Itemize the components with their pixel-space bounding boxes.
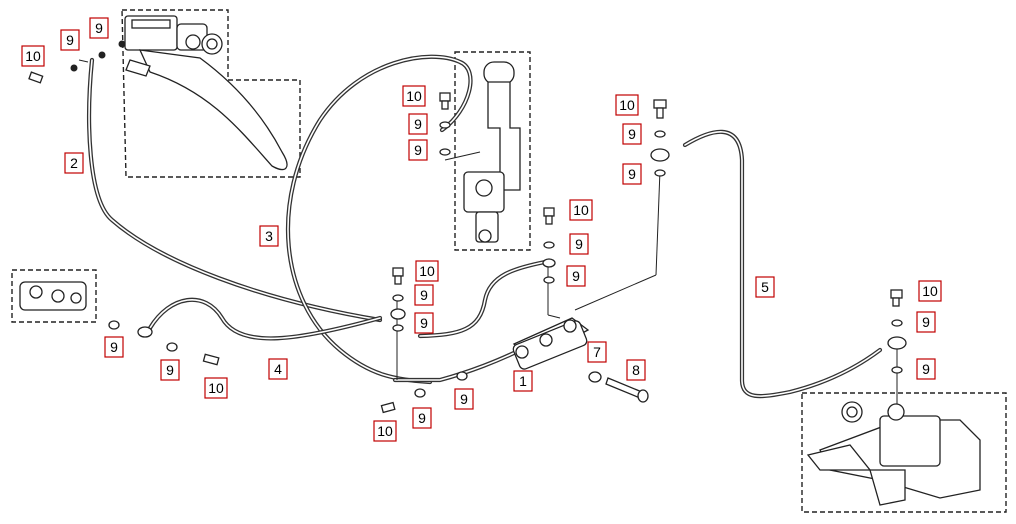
svg-text:9: 9 xyxy=(166,362,174,378)
rear-master-cylinder xyxy=(463,61,521,243)
callout-9: 9 xyxy=(408,113,428,135)
callout-7: 7 xyxy=(587,341,607,363)
master-cylinder-dashed-box xyxy=(121,9,301,178)
hose-4 xyxy=(147,297,383,341)
svg-text:5: 5 xyxy=(761,279,769,295)
svg-text:9: 9 xyxy=(420,287,428,303)
svg-text:9: 9 xyxy=(922,361,930,377)
callout-9: 9 xyxy=(916,358,936,380)
svg-text:10: 10 xyxy=(419,263,435,279)
svg-text:9: 9 xyxy=(110,339,118,355)
callout-9: 9 xyxy=(104,336,124,358)
callout-10: 10 xyxy=(918,280,942,302)
left-brake-junction xyxy=(19,281,87,311)
callout-1: 1 xyxy=(513,370,533,392)
svg-text:9: 9 xyxy=(418,410,426,426)
fasteners xyxy=(28,51,907,414)
svg-text:10: 10 xyxy=(208,380,224,396)
left-caliper-dashed-box xyxy=(11,269,97,323)
svg-text:1: 1 xyxy=(519,373,527,389)
callout-9: 9 xyxy=(89,17,109,39)
svg-text:9: 9 xyxy=(628,166,636,182)
callout-10: 10 xyxy=(415,260,439,282)
callout-9: 9 xyxy=(414,312,434,334)
callout-9: 9 xyxy=(622,123,642,145)
callout-9: 9 xyxy=(566,265,586,287)
brake-junction-part-1 xyxy=(512,317,590,370)
master-cylinder-with-lever xyxy=(118,15,288,171)
svg-text:10: 10 xyxy=(619,97,635,113)
svg-text:9: 9 xyxy=(414,116,422,132)
svg-text:9: 9 xyxy=(95,20,103,36)
callout-9: 9 xyxy=(622,163,642,185)
callout-4: 4 xyxy=(268,358,288,380)
callout-3: 3 xyxy=(259,225,279,247)
svg-text:9: 9 xyxy=(628,126,636,142)
svg-text:9: 9 xyxy=(572,268,580,284)
callout-9: 9 xyxy=(408,139,428,161)
callout-9: 9 xyxy=(60,29,80,51)
callout-10: 10 xyxy=(204,377,228,399)
hose-lower-center xyxy=(392,347,523,383)
svg-text:9: 9 xyxy=(460,391,468,407)
svg-text:10: 10 xyxy=(406,88,422,104)
callout-labels: 10 9 9 2 3 10 9 9 10 9 9 10 9 9 10 9 9 5… xyxy=(21,17,942,442)
hose-3 xyxy=(285,54,473,385)
callout-2: 2 xyxy=(64,152,84,174)
callout-9: 9 xyxy=(160,359,180,381)
callout-10: 10 xyxy=(373,420,397,442)
callout-10: 10 xyxy=(21,45,45,67)
callout-9: 9 xyxy=(414,284,434,306)
svg-text:2: 2 xyxy=(70,155,78,171)
svg-text:10: 10 xyxy=(25,48,41,64)
svg-text:7: 7 xyxy=(593,344,601,360)
svg-text:3: 3 xyxy=(265,228,273,244)
callout-10: 10 xyxy=(569,199,593,221)
svg-text:9: 9 xyxy=(420,315,428,331)
svg-text:9: 9 xyxy=(414,142,422,158)
svg-text:9: 9 xyxy=(575,236,583,252)
callout-5: 5 xyxy=(755,276,775,298)
svg-text:10: 10 xyxy=(922,283,938,299)
svg-text:4: 4 xyxy=(274,361,282,377)
svg-text:10: 10 xyxy=(573,202,589,218)
hose-5 xyxy=(682,129,883,399)
callout-9: 9 xyxy=(412,407,432,429)
callout-9: 9 xyxy=(916,311,936,333)
svg-text:9: 9 xyxy=(922,314,930,330)
svg-text:9: 9 xyxy=(66,32,74,48)
hose-2 xyxy=(87,57,383,323)
svg-text:10: 10 xyxy=(377,423,393,439)
callout-10: 10 xyxy=(402,85,426,107)
callout-10: 10 xyxy=(615,94,639,116)
foot-brake-pedal-assembly xyxy=(806,401,981,506)
callout-8: 8 xyxy=(626,359,646,381)
callout-9: 9 xyxy=(454,388,474,410)
foot-pedal-dashed-box xyxy=(801,392,1007,513)
hose-upper-right xyxy=(417,259,548,339)
callout-9: 9 xyxy=(569,233,589,255)
svg-text:8: 8 xyxy=(632,362,640,378)
